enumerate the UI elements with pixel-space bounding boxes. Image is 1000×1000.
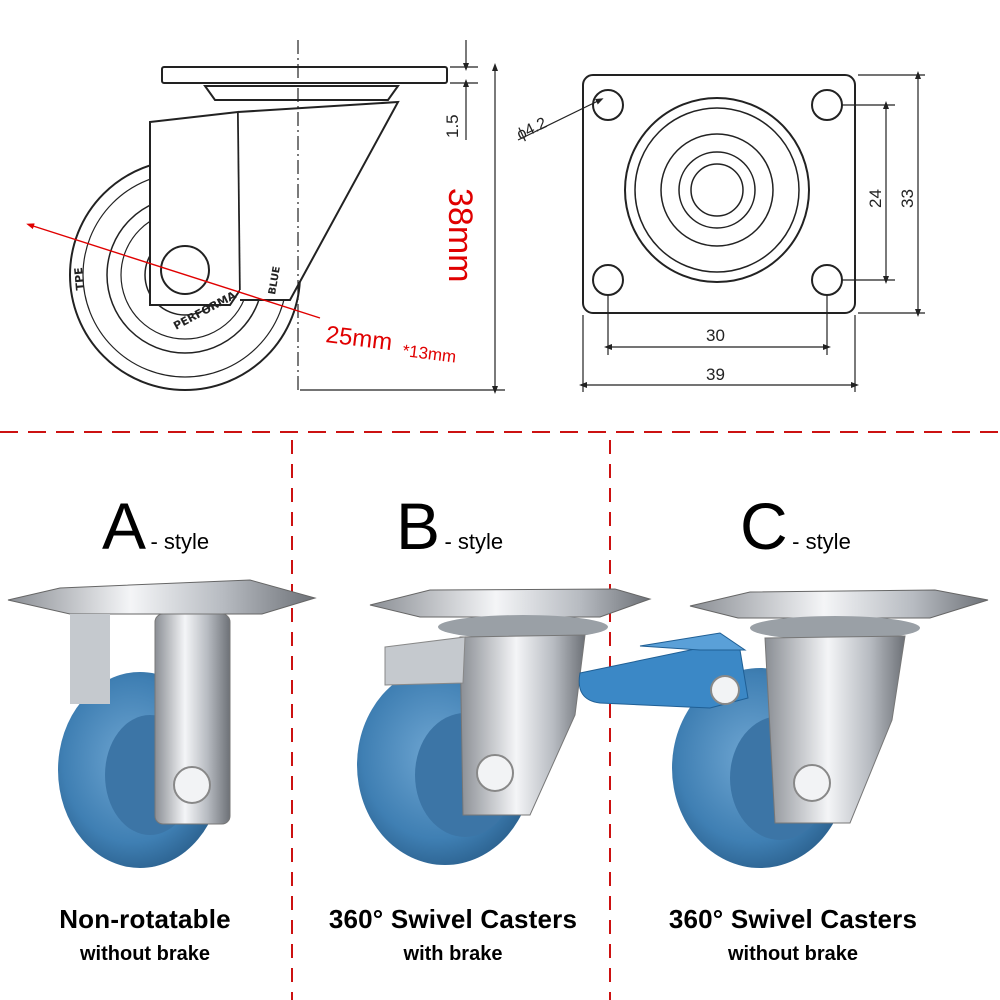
plate-width-label: 39 (706, 365, 725, 384)
mounting-hole (592, 89, 624, 121)
axle (476, 754, 514, 792)
caster-side-view (69, 40, 448, 391)
variant-a-letter: A (102, 489, 147, 563)
plate-dimensions (517, 71, 925, 392)
variant-a-suffix: - style (150, 529, 210, 554)
wheel-text-tpe: TPE (72, 267, 87, 291)
variant-c-subtitle: without brake (727, 943, 858, 965)
axle (160, 245, 210, 295)
technical-drawing: PERFORMA TPE BLUE 1.5 38mm 25mm *13mm (26, 40, 925, 394)
plate (7, 579, 317, 615)
variant-a-heading: A - style (102, 488, 209, 564)
variant-b-title: 360° Swivel Casters (328, 904, 578, 934)
variant-a-title: Non-rotatable (59, 904, 231, 934)
hole-spacing-vertical-label: 24 (866, 189, 885, 208)
side-dimensions (26, 40, 505, 394)
variant-c-suffix: - style (792, 529, 851, 554)
swivel-bearing (203, 85, 400, 101)
plate-thickness-label: 1.5 (443, 114, 462, 138)
bracket (154, 613, 231, 825)
bracket (764, 635, 906, 824)
mounting-plate-top (582, 74, 856, 314)
brake-pedal (578, 632, 749, 709)
plate-height-label: 33 (898, 189, 917, 208)
bracket (459, 634, 586, 816)
axle (173, 766, 211, 804)
variant-c-title: 360° Swivel Casters (668, 904, 918, 934)
variant-c-letter: C (740, 489, 788, 563)
caster-c-image (578, 589, 989, 868)
variant-a-subtitle: without brake (79, 943, 210, 965)
variant-b-caption: 360° Swivel Casters with brake (288, 904, 618, 966)
axle (793, 764, 831, 802)
caster-b-image (357, 588, 652, 865)
caster-a-image (7, 579, 317, 868)
variant-b-heading: B - style (396, 488, 503, 564)
variant-c-caption: 360° Swivel Casters without brake (628, 904, 958, 966)
plate (369, 588, 652, 618)
wheel-text-side: BLUE (267, 265, 283, 295)
variant-a-caption: Non-rotatable without brake (0, 904, 310, 966)
hole-spacing-horizontal-label: 30 (706, 326, 725, 345)
plate (689, 589, 989, 619)
variant-b-letter: B (396, 489, 441, 563)
variant-b-suffix: - style (444, 529, 504, 554)
plate-top-view (582, 74, 856, 314)
height-label: 38mm (441, 188, 479, 282)
variant-c-heading: C - style (740, 488, 851, 564)
variant-b-subtitle: with brake (403, 943, 503, 965)
